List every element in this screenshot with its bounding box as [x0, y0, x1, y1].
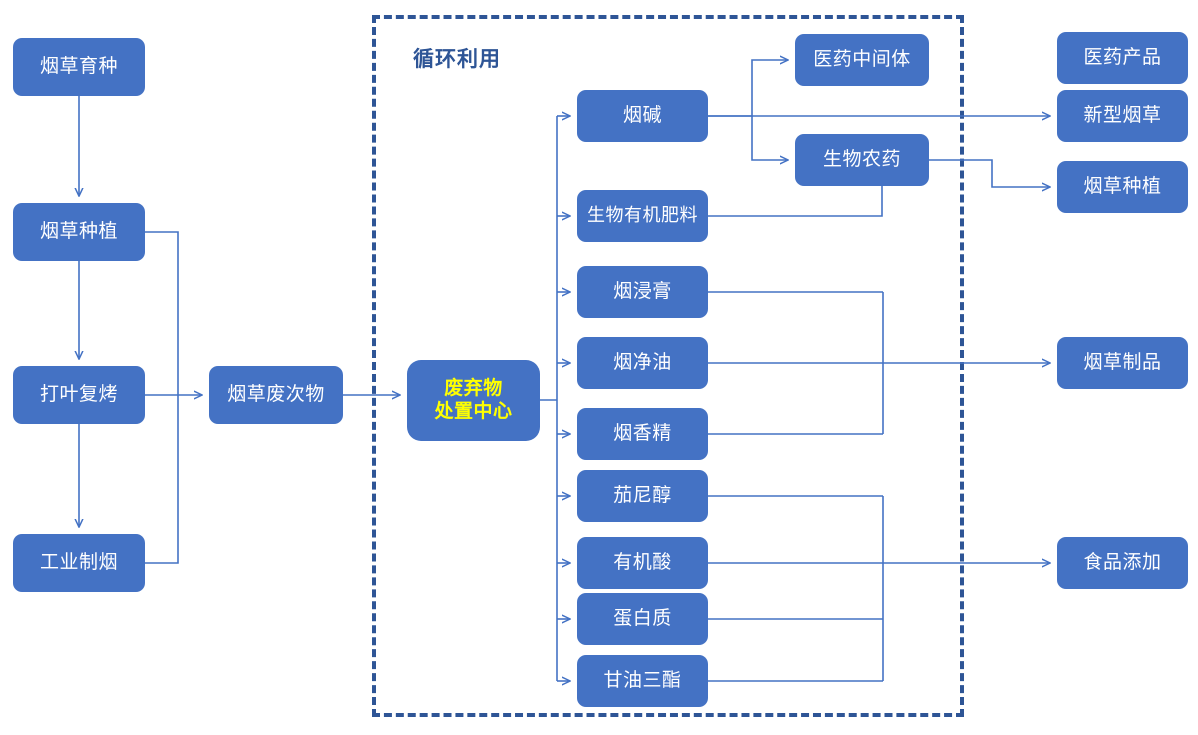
product-node-p_youjisuan[interactable]: 有机酸 [577, 537, 708, 589]
process-node-n_fcw[interactable]: 烟草废次物 [209, 366, 343, 424]
outcome-node-o_xinxing[interactable]: 新型烟草 [1057, 90, 1188, 142]
outcome-node-o_zhipin[interactable]: 烟草制品 [1057, 337, 1188, 389]
process-node-n_zhzh[interactable]: 烟草种植 [13, 203, 145, 261]
product-node-p_yanjian[interactable]: 烟碱 [577, 90, 708, 142]
intermediate-node-m_yaozhong[interactable]: 医药中间体 [795, 34, 929, 86]
product-node-p_danbai[interactable]: 蛋白质 [577, 593, 708, 645]
intermediate-node-m_nongyao[interactable]: 生物农药 [795, 134, 929, 186]
process-node-n_yucz[interactable]: 烟草育种 [13, 38, 145, 96]
product-node-p_ganyou[interactable]: 甘油三酯 [577, 655, 708, 707]
product-node-p_jingao[interactable]: 烟浸膏 [577, 266, 708, 318]
hub-node-n_center[interactable]: 废弃物 处置中心 [407, 360, 540, 441]
product-node-p_jingyou[interactable]: 烟净油 [577, 337, 708, 389]
product-node-p_xiangjing[interactable]: 烟香精 [577, 408, 708, 460]
recycling-zone-border [372, 15, 964, 717]
recycling-zone-title: 循环利用 [413, 48, 501, 71]
product-node-p_feiliao[interactable]: 生物有机肥料 [577, 190, 708, 242]
product-node-p_qieni[interactable]: 茄尼醇 [577, 470, 708, 522]
outcome-node-o_zhongzhi[interactable]: 烟草种植 [1057, 161, 1188, 213]
outcome-node-o_yaochanpin[interactable]: 医药产品 [1057, 32, 1188, 84]
process-node-n_dyfk[interactable]: 打叶复烤 [13, 366, 145, 424]
process-node-n_gyzy[interactable]: 工业制烟 [13, 534, 145, 592]
outcome-node-o_shipin[interactable]: 食品添加 [1057, 537, 1188, 589]
